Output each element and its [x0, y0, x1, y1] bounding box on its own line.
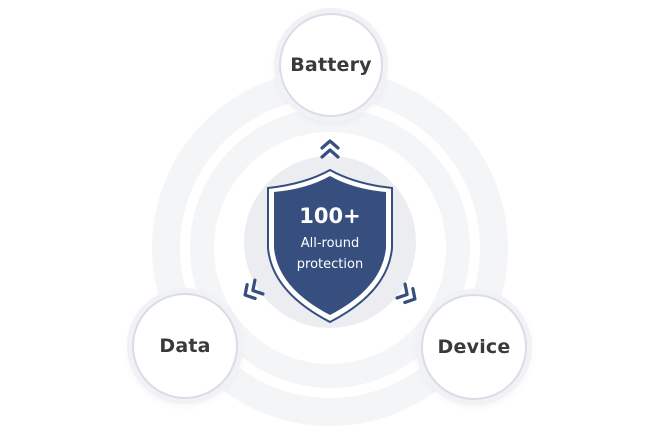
battery-label: Battery: [290, 54, 372, 76]
shield-label-line2: protection: [296, 257, 364, 272]
data-label: Data: [159, 335, 211, 357]
shield-number: 100+: [299, 204, 361, 228]
device-node: Device: [421, 294, 527, 400]
data-node: Data: [132, 293, 238, 399]
battery-node: Battery: [279, 13, 383, 117]
shield-icon: [274, 176, 386, 315]
chevron-left-icon: [243, 278, 265, 301]
device-label: Device: [437, 336, 511, 358]
chevron-right-icon: [395, 282, 417, 305]
chevron-up-icon: [320, 139, 340, 159]
shield-label-line1: All-round: [300, 236, 360, 251]
